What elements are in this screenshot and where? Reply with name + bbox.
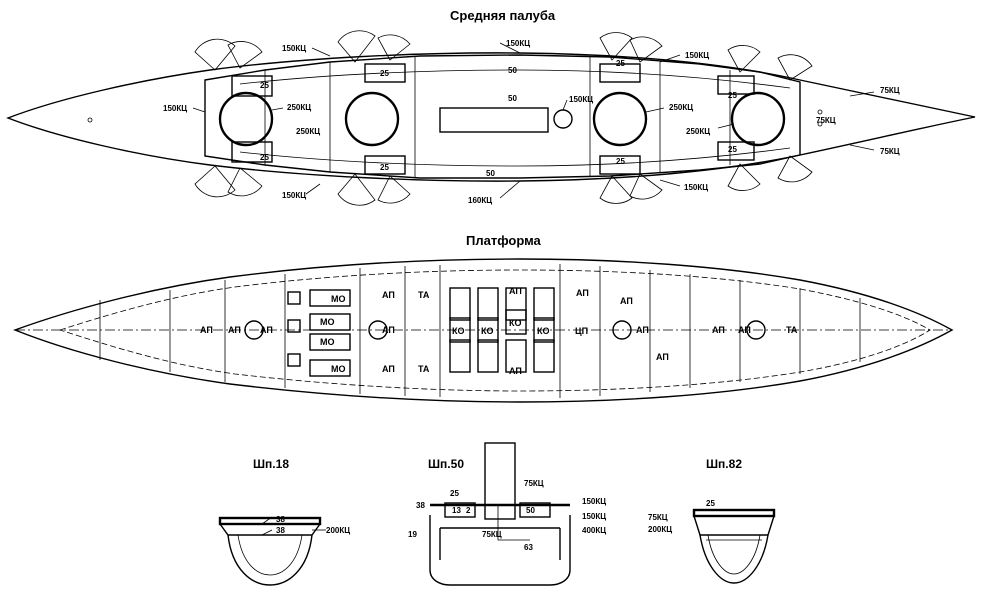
room-label: ЦП (575, 326, 588, 336)
section-18-drawing: 38 38 200КЦ (218, 515, 350, 586)
deck-label: 150КЦ (684, 183, 708, 192)
room-label: ТА (418, 290, 430, 300)
section-label: 25 (706, 499, 715, 508)
section-label: 19 (408, 530, 417, 539)
casemate-gun-sectors (194, 30, 813, 206)
platform-title: Платформа (466, 233, 542, 248)
room-label: ТА (786, 325, 798, 335)
deck-label: 150КЦ (506, 39, 530, 48)
middle-deck-title: Средняя палуба (450, 8, 556, 23)
deck-label: 50 (508, 94, 517, 103)
deck-label: 25 (616, 59, 625, 68)
room-label: МО (331, 294, 346, 304)
room-label: АП (382, 290, 395, 300)
deck-label: 150КЦ (569, 95, 593, 104)
section-label: 150КЦ (582, 512, 606, 521)
section-18-title: Шп.18 (253, 457, 289, 471)
deck-label: 25 (728, 91, 737, 100)
deck-label: 25 (616, 157, 625, 166)
central-compartment (439, 107, 549, 133)
room-label: АП (576, 288, 589, 298)
room-label: МО (320, 317, 335, 327)
turret-4-barbette (730, 91, 786, 147)
room-label: АП (228, 325, 241, 335)
room-label: АП (636, 325, 649, 335)
section-label: 38 (416, 501, 425, 510)
deck-label: 250КЦ (686, 127, 710, 136)
section-label: 200КЦ (648, 525, 672, 534)
section-label: 63 (524, 543, 533, 552)
room-label: АП (382, 325, 395, 335)
deck-label: 150КЦ (163, 104, 187, 113)
room-label: КО (537, 326, 550, 336)
section-50-title: Шп.50 (428, 457, 464, 471)
room-label: АП (509, 286, 522, 296)
section-82-drawing: 25 75КЦ 200КЦ (648, 499, 776, 584)
section-label: 13 (452, 506, 461, 515)
turret-1-barbette (218, 91, 274, 147)
section-label: 200КЦ (326, 526, 350, 535)
deck-label: 75КЦ (880, 86, 900, 95)
deck-label: 150КЦ (282, 191, 306, 200)
deck-label: 25 (260, 153, 269, 162)
deck-label: 25 (728, 145, 737, 154)
room-label: МО (331, 364, 346, 374)
section-label: 50 (526, 506, 535, 515)
section-label: 38 (276, 515, 285, 524)
deck-label: 75КЦ (880, 147, 900, 156)
room-label: КО (452, 326, 465, 336)
section-label: 2 (466, 506, 471, 515)
room-label: АП (260, 325, 273, 335)
section-label: 75КЦ (482, 530, 502, 539)
deck-label: 75КЦ (816, 116, 836, 125)
deck-label: 50 (486, 169, 495, 178)
turret-2-barbette (344, 91, 400, 147)
deck-citadel-outline (204, 54, 801, 179)
deck-label: 25 (380, 163, 389, 172)
deck-label: 250КЦ (296, 127, 320, 136)
room-label: АП (200, 325, 213, 335)
room-label: АП (656, 352, 669, 362)
section-label: 75КЦ (648, 513, 668, 522)
section-label: 38 (276, 526, 285, 535)
room-label: МО (320, 337, 335, 347)
turret-3-barbette (592, 91, 648, 147)
section-label: 75КЦ (524, 479, 544, 488)
room-label: КО (481, 326, 494, 336)
room-label: АП (738, 325, 751, 335)
deck-label: 250КЦ (287, 103, 311, 112)
platform-plan: АП АП АП МО МО МО МО АП АП АП ТА ТА КО К… (13, 258, 954, 403)
deck-label: 150КЦ (685, 51, 709, 60)
deck-label: 25 (380, 69, 389, 78)
deck-hull-outline (6, 52, 976, 182)
room-label: ТА (418, 364, 430, 374)
section-50-drawing: 25 38 13 2 19 75КЦ 50 150КЦ 150КЦ 75КЦ 4… (408, 442, 606, 586)
deck-label: 150КЦ (282, 44, 306, 53)
room-label: КО (509, 318, 522, 328)
deck-label: 50 (508, 66, 517, 75)
deck-label: 250КЦ (669, 103, 693, 112)
room-label: АП (509, 366, 522, 376)
room-label: АП (620, 296, 633, 306)
room-label: АП (382, 364, 395, 374)
section-label: 25 (450, 489, 459, 498)
central-tube (553, 109, 573, 129)
section-82-title: Шп.82 (706, 457, 742, 471)
section-label: 400КЦ (582, 526, 606, 535)
section-label: 150КЦ (582, 497, 606, 506)
deck-label: 25 (260, 81, 269, 90)
room-label: АП (712, 325, 725, 335)
middle-deck-plan: 150КЦ 150КЦ 150КЦ 75КЦ 25 25 25 25 25 25… (6, 30, 976, 206)
deck-label: 160КЦ (468, 196, 492, 205)
